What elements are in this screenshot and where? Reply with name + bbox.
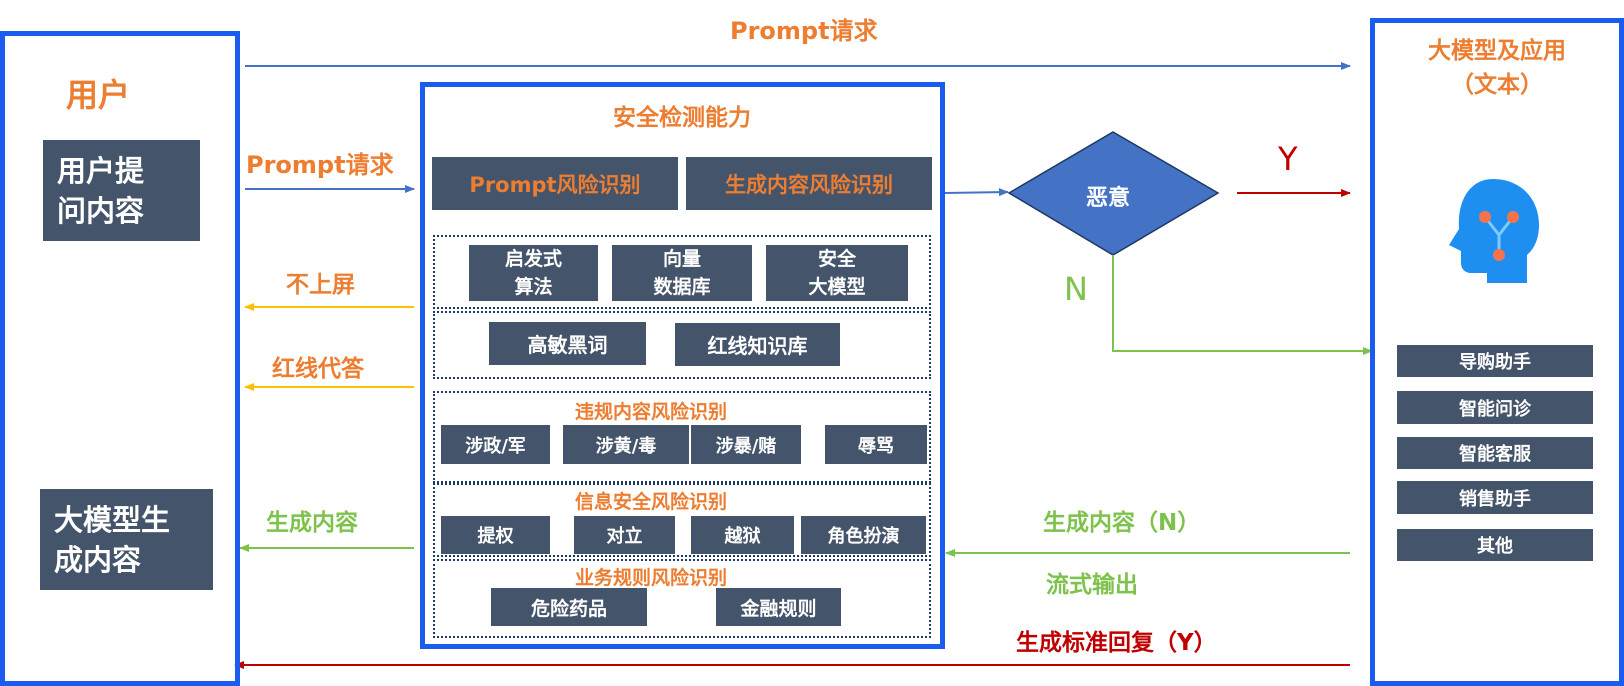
- user-title: 用户: [66, 76, 131, 114]
- lexicon-redline: 红线知识库: [675, 323, 840, 366]
- violation-politics: 涉政/军: [441, 425, 550, 464]
- infosec-group: [433, 483, 931, 557]
- model-frame: [1370, 18, 1624, 686]
- business-title: 业务规则风险识别: [575, 567, 728, 589]
- user-question-box: 用户提 问内容: [43, 140, 200, 241]
- generated-risk-label: 生成内容风险识别: [725, 172, 893, 197]
- infosec-roleplay-label: 角色扮演: [827, 526, 900, 547]
- decision-no-label: N: [1064, 270, 1088, 308]
- no-arrow: [1112, 255, 1373, 355]
- methods-group: [433, 235, 931, 309]
- redline-reply-label: 红线代答: [272, 356, 364, 382]
- infosec-title: 信息安全风险识别: [575, 491, 728, 513]
- business-finance-label: 金融规则: [740, 597, 817, 620]
- security-title: 安全检测能力: [613, 105, 751, 131]
- app-smart-diagnosis-label: 智能问诊: [1459, 398, 1531, 420]
- generated-content-n-label: 生成内容（N）: [1043, 510, 1201, 536]
- violation-abuse-label: 辱骂: [858, 435, 894, 457]
- violation-porn-drugs-label: 涉黄/毒: [595, 435, 657, 457]
- ai-head-icon: [1449, 179, 1539, 283]
- business-group: [433, 559, 931, 638]
- security-to-decision-arrow: [944, 188, 1009, 197]
- infosec-opposition-label: 对立: [606, 526, 643, 547]
- infosec-privilege-label: 提权: [477, 526, 514, 547]
- lexicon-blacklist: 高敏黑词: [489, 322, 646, 365]
- infosec-opposition: 对立: [574, 516, 675, 554]
- lexicons-group: [433, 311, 931, 379]
- infosec-roleplay: 角色扮演: [801, 516, 926, 554]
- generated-content-label: 生成内容: [266, 510, 358, 536]
- lexicon-blacklist-label: 高敏黑词: [527, 333, 608, 357]
- violation-politics-label: 涉政/军: [465, 435, 526, 457]
- method-vector-db-label: 向量 数据库: [653, 248, 711, 298]
- decision-yes-label: Y: [1278, 140, 1298, 178]
- method-safety-model: 安全 大模型: [766, 245, 908, 301]
- model-generated-label: 大模型生 成内容: [54, 502, 171, 577]
- app-shopping-assistant: 导购助手: [1397, 345, 1593, 377]
- model-title: 大模型及应用 （文本）: [1428, 38, 1566, 98]
- prompt-risk-box: Prompt风险识别: [432, 157, 678, 210]
- app-smart-service-label: 智能客服: [1459, 444, 1531, 465]
- app-other: 其他: [1397, 529, 1593, 561]
- infosec-jailbreak-label: 越狱: [724, 526, 761, 547]
- business-drugs: 危险药品: [491, 588, 647, 626]
- violation-violence-gambling-label: 涉暴/赌: [715, 435, 777, 457]
- app-sales-assistant: 销售助手: [1397, 481, 1593, 514]
- generated-risk-box: 生成内容风险识别: [686, 157, 932, 210]
- standard-reply-label: 生成标准回复（Y）: [1016, 630, 1217, 656]
- method-heuristic: 启发式 算法: [469, 245, 598, 301]
- violation-abuse: 辱骂: [825, 425, 927, 464]
- prompt-request-label: Prompt请求: [246, 151, 394, 179]
- user-frame: [0, 31, 240, 686]
- user-question-label: 用户提 问内容: [57, 153, 145, 228]
- security-frame: [420, 82, 945, 649]
- violation-porn-drugs: 涉黄/毒: [563, 425, 689, 464]
- business-drugs-label: 危险药品: [530, 597, 607, 620]
- violation-title: 违规内容风险识别: [575, 401, 728, 423]
- app-smart-service: 智能客服: [1397, 437, 1593, 469]
- violation-group: [433, 391, 931, 483]
- method-vector-db: 向量 数据库: [612, 245, 752, 301]
- business-finance: 金融规则: [716, 588, 841, 626]
- stream-output-label: 流式输出: [1046, 572, 1138, 598]
- infosec-jailbreak: 越狱: [691, 516, 794, 554]
- top-prompt-label: Prompt请求: [730, 17, 878, 45]
- violation-violence-gambling: 涉暴/赌: [691, 425, 801, 464]
- method-heuristic-label: 启发式 算法: [504, 248, 562, 298]
- model-generated-box: 大模型生 成内容: [40, 489, 213, 590]
- app-sales-assistant-label: 销售助手: [1459, 488, 1531, 510]
- method-safety-model-label: 安全 大模型: [808, 248, 866, 298]
- prompt-risk-label: Prompt风险识别: [469, 172, 641, 197]
- app-smart-diagnosis: 智能问诊: [1397, 391, 1593, 424]
- not-on-screen-label: 不上屏: [286, 272, 355, 298]
- infosec-privilege: 提权: [441, 516, 550, 554]
- app-shopping-assistant-label: 导购助手: [1459, 352, 1531, 373]
- app-other-label: 其他: [1477, 536, 1513, 557]
- lexicon-redline-label: 红线知识库: [707, 334, 808, 358]
- decision-label: 恶意: [1086, 186, 1131, 211]
